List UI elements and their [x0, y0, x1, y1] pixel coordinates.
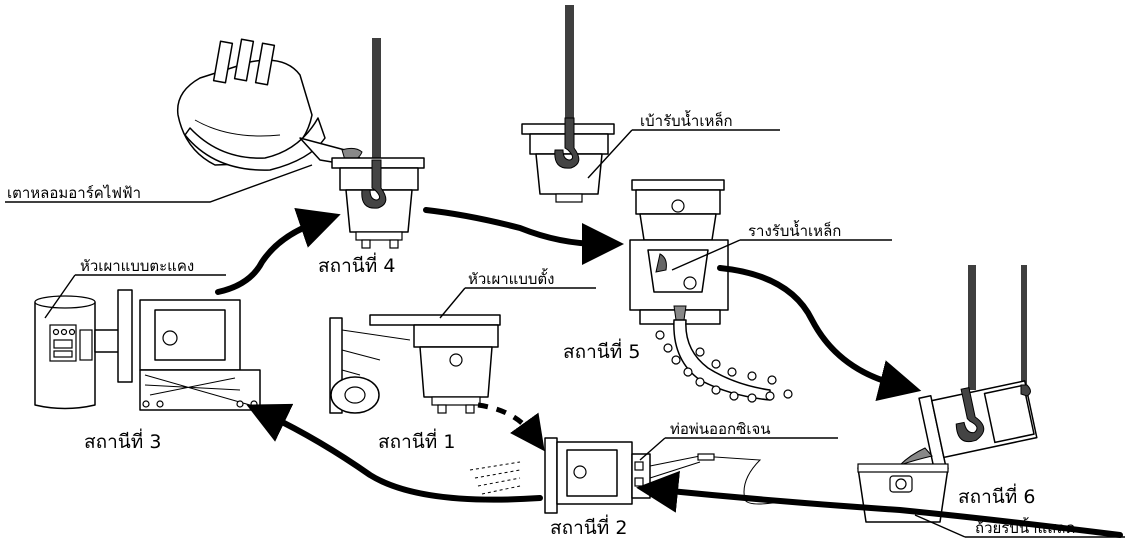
- label-slag-pot: ถ้วยรับน้ำแสลด: [975, 517, 1075, 537]
- station-3-horizontal-burner: [35, 290, 260, 410]
- station-3-label: สถานีที่ 3: [84, 428, 161, 453]
- label-ladle: เบ้ารับน้ำเหล็ก: [640, 110, 733, 130]
- station-4-label: สถานีที่ 4: [318, 252, 395, 277]
- label-vertical-burner: หัวเผาแบบตั้ง: [468, 268, 554, 288]
- label-trough: รางรับน้ำเหล็ก: [748, 220, 841, 240]
- label-arc-furnace: เตาหลอมอาร์คไฟฟ้า: [7, 184, 141, 202]
- label-oxygen-lance: ท่อพ่นออกซิเจน: [670, 420, 771, 438]
- label-horizontal-burner: หัวเผาแบบตะแคง: [80, 257, 194, 275]
- station-1-label: สถานีที่ 1: [378, 428, 455, 453]
- arc-furnace: [178, 39, 362, 170]
- station-2-label: สถานีที่ 2: [550, 514, 627, 539]
- station-1-vertical-burner: [330, 315, 500, 413]
- station-6-tilt-ladle: [858, 265, 1038, 522]
- station-4-ladle: [332, 38, 424, 248]
- station-6-label: สถานีที่ 6: [958, 483, 1035, 508]
- ladle-top: [522, 5, 614, 202]
- station-5-trough: [630, 180, 792, 402]
- station-5-label: สถานีที่ 5: [563, 338, 640, 363]
